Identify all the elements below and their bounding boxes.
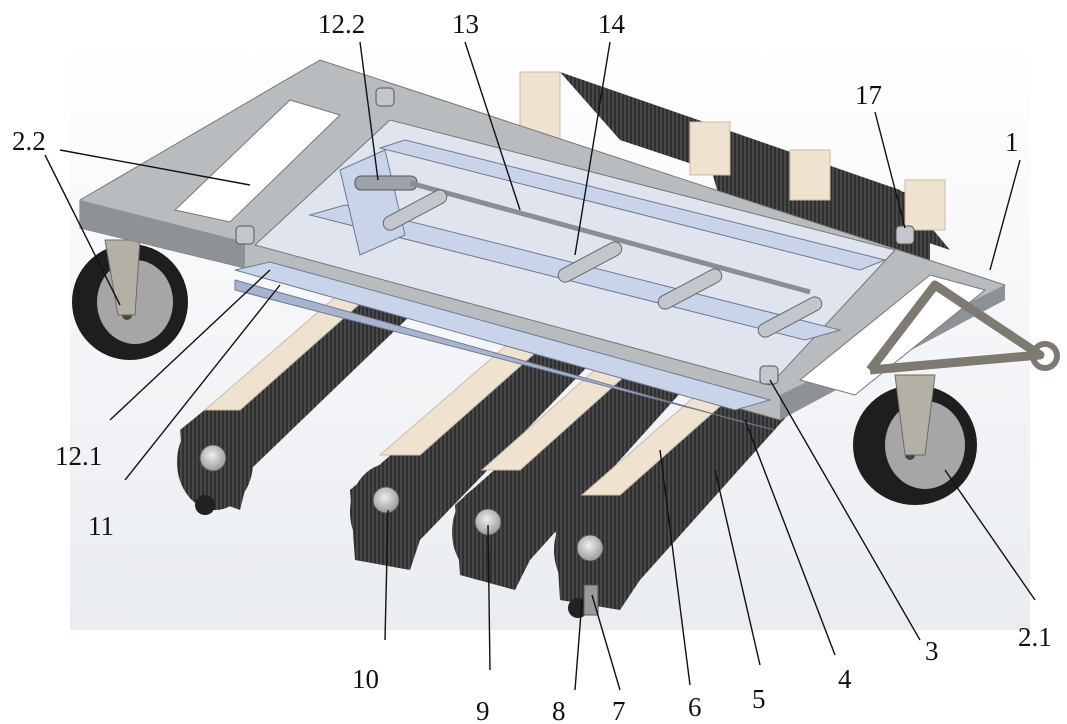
label-11: 11 bbox=[88, 511, 114, 541]
label-17: 17 bbox=[855, 80, 882, 110]
label-12-2: 12.2 bbox=[318, 9, 365, 39]
label-3: 3 bbox=[925, 636, 939, 666]
label-1: 1 bbox=[1005, 127, 1019, 157]
label-2-2: 2.2 bbox=[12, 126, 46, 156]
wheel-rear-left bbox=[72, 239, 188, 360]
label-8: 8 bbox=[552, 696, 566, 724]
lever-arms bbox=[382, 189, 823, 338]
label-5: 5 bbox=[752, 684, 766, 714]
adjustment-knobs bbox=[235, 87, 915, 385]
leader-lines bbox=[44, 41, 1036, 691]
label-7: 7 bbox=[612, 696, 626, 724]
label-9: 9 bbox=[476, 696, 490, 724]
label-6: 6 bbox=[688, 692, 702, 722]
label-13: 13 bbox=[452, 9, 479, 39]
label-12-1: 12.1 bbox=[55, 441, 102, 471]
label-14: 14 bbox=[598, 9, 626, 39]
wheel-front-right bbox=[853, 374, 977, 505]
actuator-rod bbox=[354, 175, 811, 295]
label-10: 10 bbox=[352, 664, 379, 694]
label-4: 4 bbox=[838, 664, 852, 694]
label-2-1: 2.1 bbox=[1018, 622, 1052, 652]
tow-handle bbox=[866, 280, 1060, 375]
